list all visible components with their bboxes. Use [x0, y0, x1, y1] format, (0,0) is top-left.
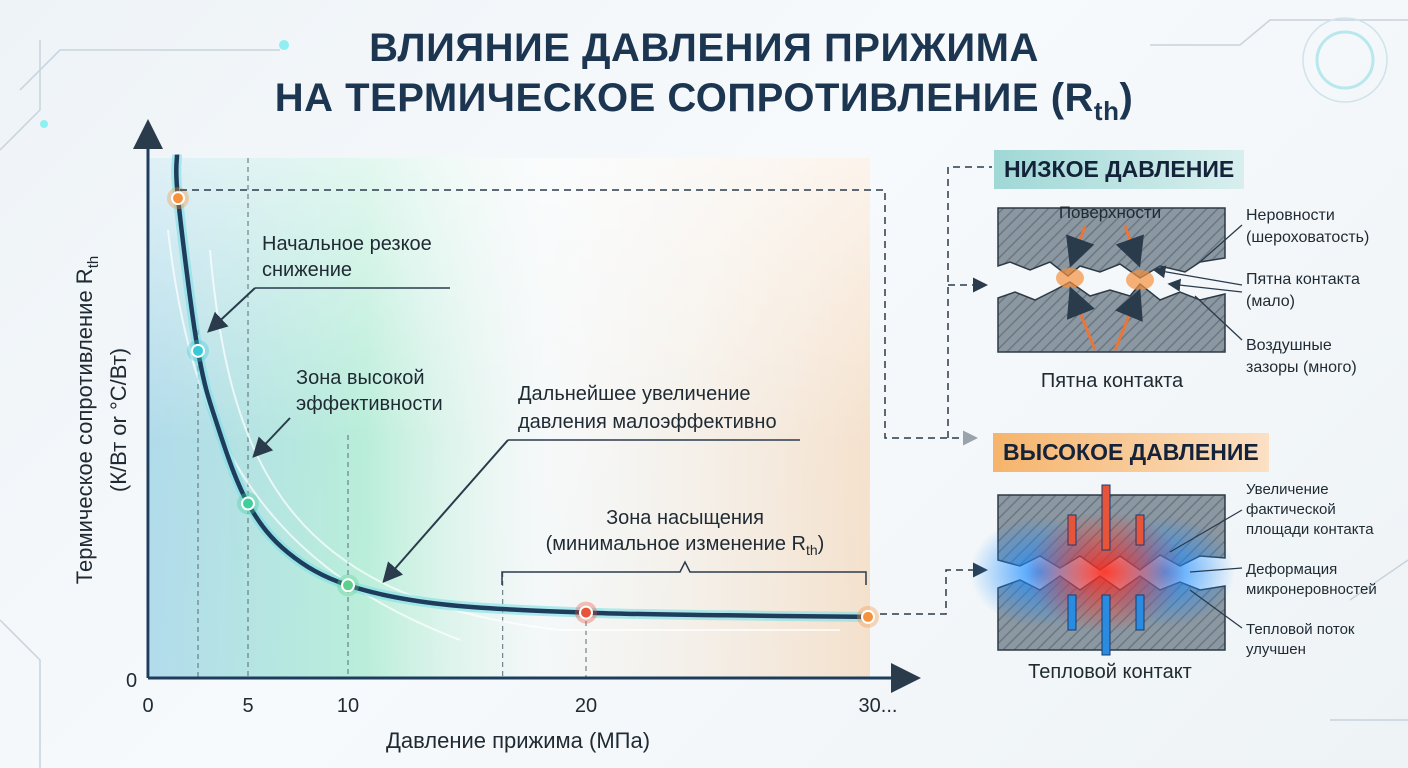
high-note-1c: площади контакта: [1246, 521, 1374, 538]
high-pressure-label: ВЫСОКОЕ ДАВЛЕНИЕ: [993, 433, 1269, 472]
rth-curve: [173, 154, 869, 620]
svg-text:Дальнейшее увеличение: Дальнейшее увеличение: [518, 383, 751, 405]
title-line-1: ВЛИЯНИЕ ДАВЛЕНИЯ ПРИЖИМА: [369, 26, 1039, 70]
annotation-saturation: Зона насыщения (минимальное изменение Rt…: [501, 507, 867, 585]
high-note-2a: Деформация: [1246, 561, 1337, 578]
svg-text:Зона насыщения: Зона насыщения: [606, 507, 764, 529]
low-note-1a: Неровности: [1246, 207, 1335, 224]
high-pressure-illustration: Тепловой контакт Увеличение фактической …: [970, 481, 1377, 683]
pressure-chart: 0 5 10 20 30... 0 Давление прижима (МПа) Тер…: [72, 119, 992, 753]
curve-marker: [241, 496, 255, 511]
y-axis-label: Термическое сопротивление Rth (К/Вт or °…: [72, 256, 131, 584]
curve-marker: [171, 191, 185, 206]
x-tick-label: 0: [142, 695, 153, 717]
low-note-2b: (мало): [1246, 293, 1295, 310]
x-tick-label: 5: [242, 695, 253, 717]
low-note-2a: Пятна контакта: [1246, 271, 1360, 288]
curve-marker: [579, 605, 593, 620]
svg-text:снижение: снижение: [262, 259, 352, 281]
annotation-low-effect: Дальнейшее увеличение давления малоэффек…: [382, 383, 800, 584]
low-note-3a: Воздушные: [1246, 337, 1332, 354]
low-note-3b: зазоры (много): [1246, 359, 1357, 376]
flow-line-2: [209, 249, 840, 631]
annotation-initial-drop: Начальное резкое снижение: [207, 233, 450, 333]
high-note-1b: фактической: [1246, 501, 1336, 518]
svg-text:давления малоэффективно: давления малоэффективно: [518, 411, 777, 433]
x-tick-label: 10: [337, 695, 359, 717]
title-line-2: НА ТЕРМИЧЕСКОЕ СОПРОТИВЛЕНИЕ (Rth): [274, 76, 1134, 126]
connector-top: [180, 189, 978, 446]
low-bottom-plate: [997, 281, 1226, 353]
svg-text:Начальное резкое: Начальное резкое: [262, 233, 432, 255]
low-note-1b: (шероховатость): [1246, 229, 1369, 246]
connector-low: [947, 166, 992, 438]
chart-gridlines: [197, 158, 587, 678]
x-tick-label: 30...: [859, 695, 898, 717]
x-tick-label: 20: [575, 695, 597, 717]
low-surfaces-label: Поверхности: [1059, 203, 1161, 222]
low-contact-label: Пятна контакта: [1041, 370, 1184, 392]
svg-text:(К/Вт or °C/Вт): (К/Вт or °C/Вт): [106, 348, 131, 492]
svg-text:Зона высокой: Зона высокой: [296, 367, 425, 389]
curve-marker: [191, 343, 205, 358]
curve-markers: [167, 187, 879, 628]
connector-high: [880, 562, 988, 615]
high-bottom-label: Тепловой контакт: [1028, 661, 1192, 683]
y-tick-0: 0: [126, 670, 137, 692]
svg-text:эффективности: эффективности: [296, 393, 443, 415]
annotation-high-efficiency: Зона высокой эффективности: [252, 367, 443, 458]
low-pressure-illustration: Поверхности Пятна контакта Неровности (ш…: [997, 203, 1369, 392]
curve-marker: [861, 609, 875, 624]
flow-line-1: [167, 229, 461, 641]
curve-marker: [341, 578, 355, 593]
x-axis-label: Давление прижима (МПа): [386, 728, 650, 753]
low-top-plate: [997, 207, 1226, 279]
low-pressure-label: НИЗКОЕ ДАВЛЕНИЕ: [994, 150, 1245, 189]
svg-text:Термическое сопротивление Rth: Термическое сопротивление Rth: [72, 256, 102, 584]
svg-text:(минимальное изменение Rth): (минимальное изменение Rth): [546, 533, 825, 558]
high-note-3a: Тепловой поток: [1246, 621, 1355, 638]
chart-zone-fade: [150, 158, 870, 678]
x-tick-labels: 0 5 10 20 30...: [142, 695, 897, 717]
high-note-1a: Увеличение: [1246, 481, 1329, 498]
decor-circuits: [0, 17, 1408, 768]
high-note-3b: улучшен: [1246, 641, 1306, 658]
high-note-2b: микронеровностей: [1246, 581, 1377, 598]
